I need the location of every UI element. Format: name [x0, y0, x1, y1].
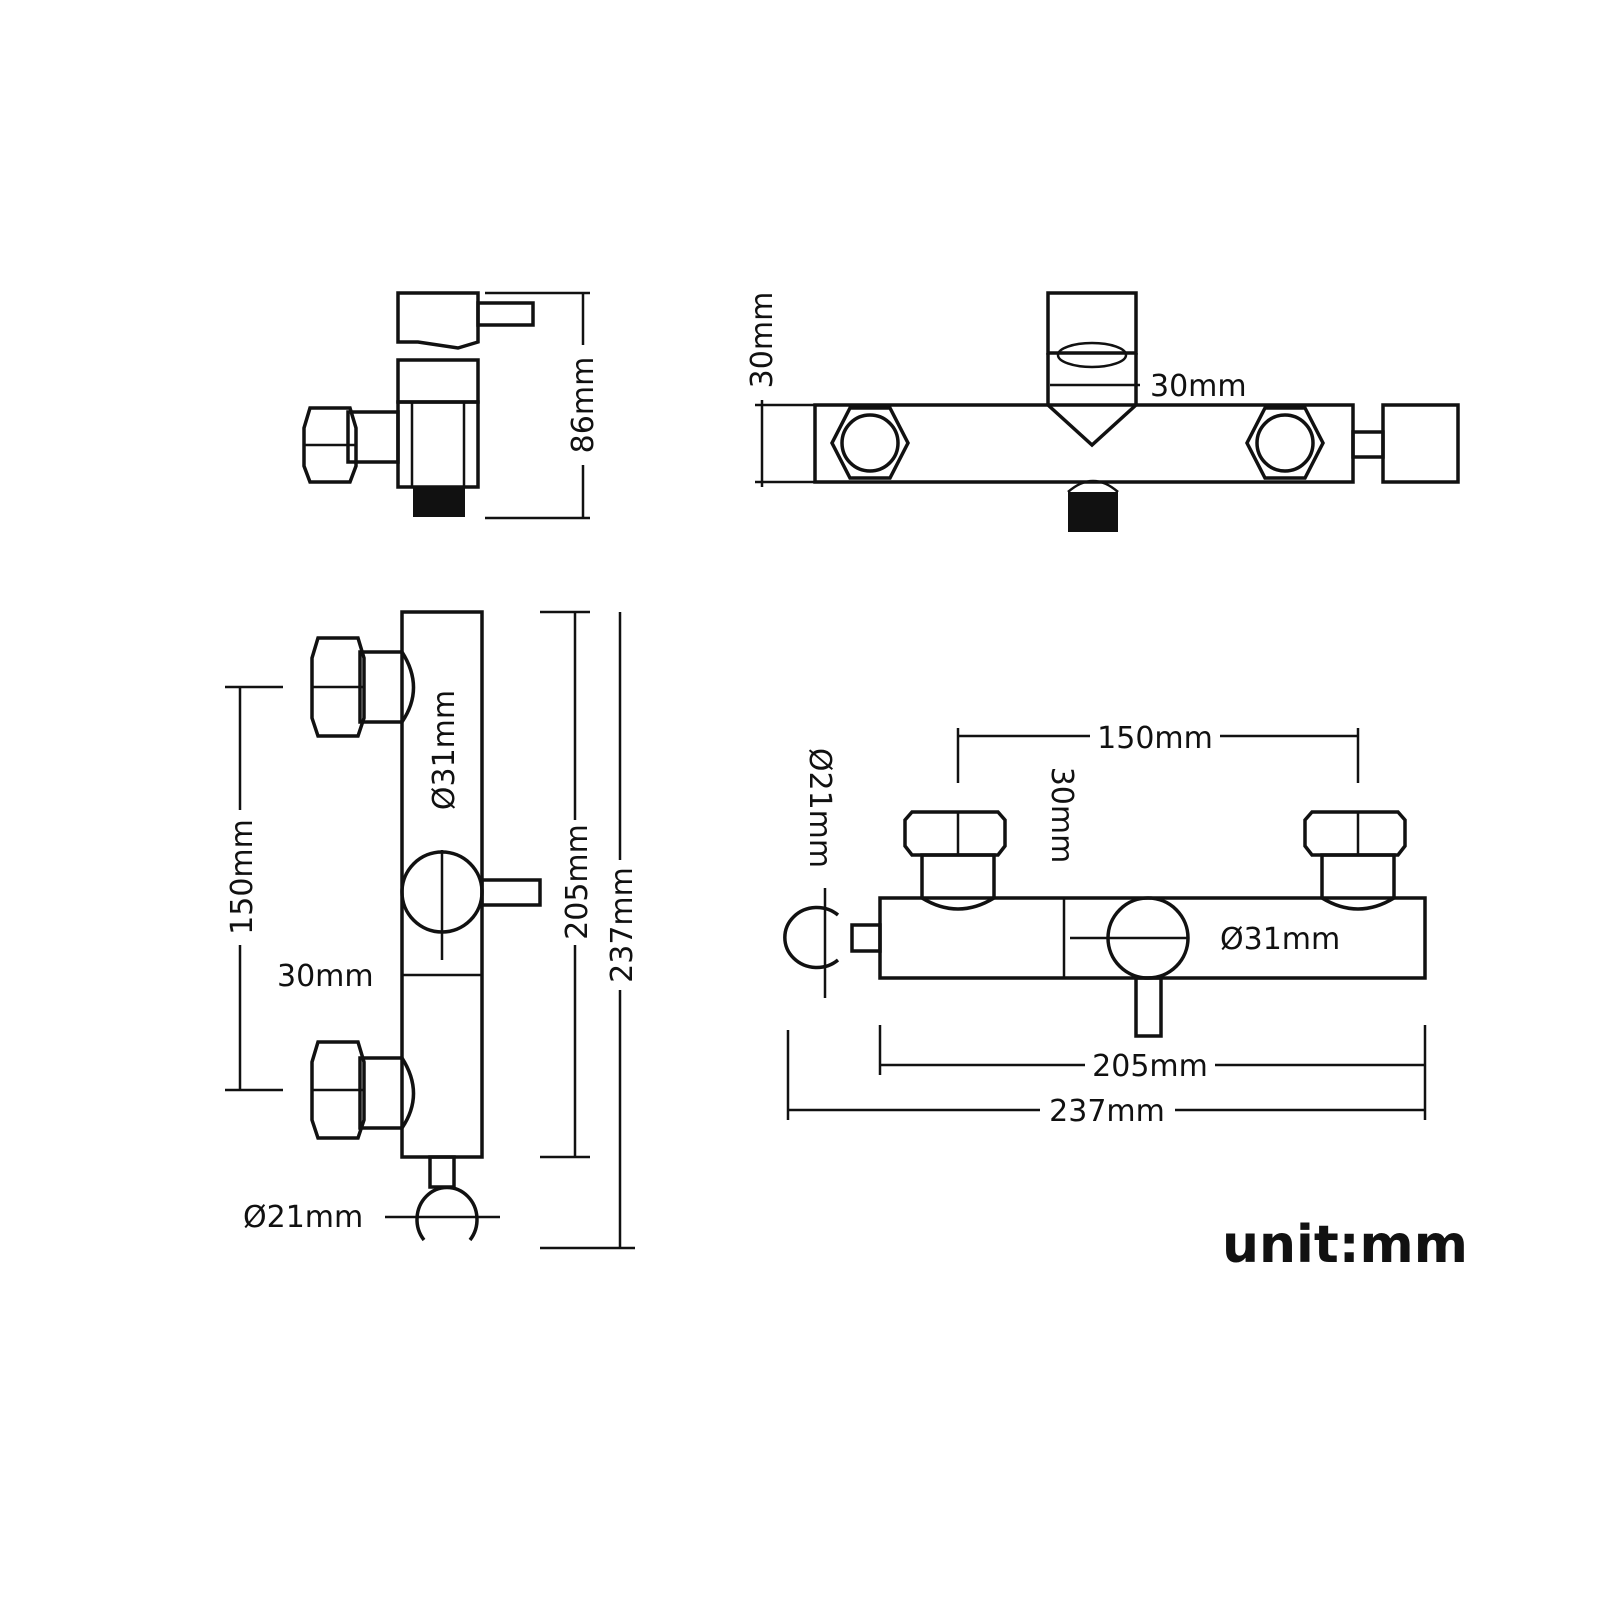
dim-side-height: 86mm [566, 357, 601, 454]
side-inlet-nut [302, 406, 358, 484]
side-view: 86mm [302, 291, 601, 520]
dim-front-total-length: 237mm [605, 867, 640, 983]
top-inlet-spout [1046, 353, 1138, 448]
side-body [396, 400, 480, 489]
h-inlet-right-nut [1303, 810, 1407, 857]
dim-front-pitch: 150mm [225, 819, 260, 935]
h-inlet-left-nut [903, 810, 1007, 857]
side-upper-block [396, 358, 480, 404]
side-outlet-thread [413, 487, 465, 517]
dim-top-inlet: 30mm [1150, 369, 1247, 404]
dim-front-bar-width: 30mm [277, 959, 374, 994]
top-nut-left [830, 406, 910, 480]
dim-h-bar-depth: 30mm [1044, 767, 1079, 864]
front-holder-stem [428, 1155, 456, 1189]
unit-label: unit:mm [1222, 1215, 1468, 1275]
front-inlet-lower-nut [310, 1040, 366, 1140]
side-handle-pin [476, 301, 535, 327]
top-knob-stem [1351, 430, 1385, 459]
dim-h-total-length: 237mm [1049, 1094, 1165, 1129]
front-knob-pin [480, 878, 542, 907]
front-vertical-view: 150mm Ø31mm 30mm 205mm 237mm Ø21mm [225, 610, 640, 1250]
dim-h-holder: Ø21mm [802, 748, 837, 868]
front-holder-clip [415, 1185, 479, 1242]
top-view: 30mm 30mm [745, 291, 1460, 532]
h-holder-clip [783, 905, 840, 970]
top-nut-right [1245, 406, 1325, 480]
top-knob [1381, 403, 1460, 484]
h-holder-stem [850, 923, 882, 953]
h-inlet-left-pipe [920, 853, 996, 911]
front-inlet-upper-nut [310, 636, 366, 738]
dim-front-body-length: 205mm [560, 824, 595, 940]
dim-front-knob: Ø31mm [427, 690, 462, 810]
dim-top-depth: 30mm [745, 292, 780, 389]
dim-h-pitch: 150mm [1097, 721, 1213, 756]
dim-h-knob: Ø31mm [1220, 922, 1340, 957]
front-inlet-lower-pipe [358, 1056, 416, 1130]
dim-front-holder: Ø21mm [243, 1200, 363, 1235]
front-horizontal-view: Ø21mm 150mm 30mm Ø31mm 205mm 237mm [783, 721, 1427, 1129]
top-handle [1046, 291, 1138, 355]
front-inlet-upper-pipe [358, 650, 416, 724]
side-handle-lever [396, 291, 480, 350]
dim-h-body-length: 205mm [1092, 1049, 1208, 1084]
h-inlet-right-pipe [1320, 853, 1396, 911]
h-knob-pin [1134, 976, 1163, 1038]
side-inlet-pipe [346, 410, 400, 464]
top-outlet-thread [1068, 492, 1118, 532]
